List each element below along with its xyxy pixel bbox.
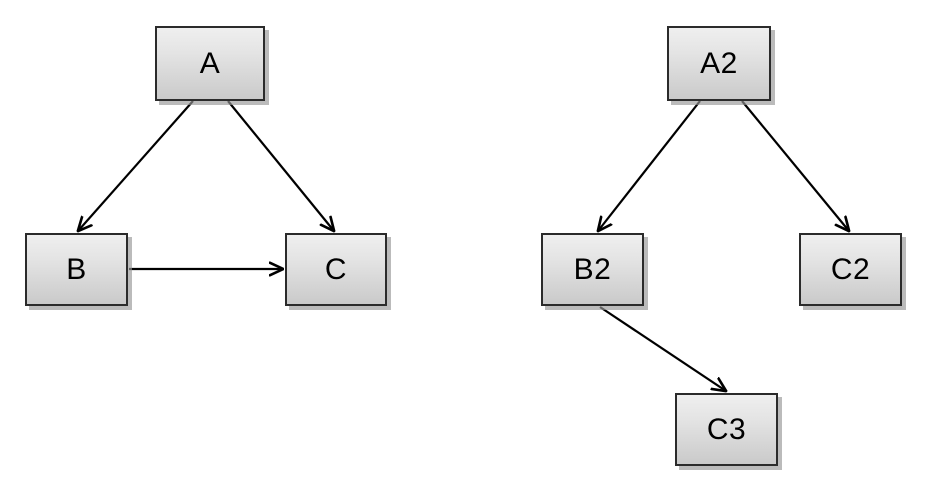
node-c[interactable]: C bbox=[285, 233, 387, 306]
node-c2[interactable]: C2 bbox=[799, 233, 902, 306]
node-a2[interactable]: A2 bbox=[667, 26, 771, 101]
node-b[interactable]: B bbox=[25, 233, 128, 306]
node-a2-label: A2 bbox=[700, 46, 738, 80]
node-b2[interactable]: B2 bbox=[541, 233, 644, 306]
edge-a2-to-c2[interactable] bbox=[741, 100, 849, 231]
edge-group bbox=[78, 100, 849, 391]
node-c3-label: C3 bbox=[706, 412, 747, 446]
node-c-label: C bbox=[324, 252, 348, 286]
node-c3[interactable]: C3 bbox=[675, 393, 778, 466]
edge-b2-to-c3[interactable] bbox=[599, 306, 726, 391]
edge-a-to-c[interactable] bbox=[227, 100, 334, 231]
node-a-label: A bbox=[199, 46, 221, 80]
edge-a-to-b[interactable] bbox=[78, 100, 194, 231]
node-c2-label: C2 bbox=[830, 252, 871, 286]
node-a[interactable]: A bbox=[155, 26, 265, 101]
node-b-label: B bbox=[66, 252, 87, 286]
node-b2-label: B2 bbox=[573, 252, 612, 286]
edge-a2-to-b2[interactable] bbox=[598, 100, 701, 231]
